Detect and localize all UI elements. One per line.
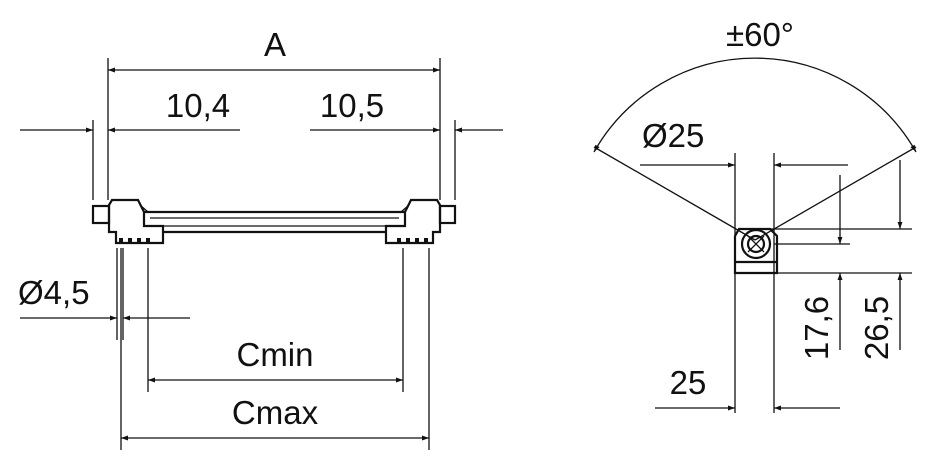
- label-a: A: [264, 26, 286, 63]
- label-d25: Ø25: [642, 117, 704, 154]
- swing-line-right: [754, 146, 917, 241]
- rail-part: [91, 198, 457, 245]
- label-17-6: 17,6: [798, 296, 835, 360]
- label-10-4: 10,4: [166, 87, 230, 124]
- front-view: A 10,4 10,5 Ø4,5 Cmin Cmax: [18, 26, 503, 450]
- label-25: 25: [670, 364, 707, 401]
- angle-arc: [593, 57, 917, 153]
- label-10-5: 10,5: [320, 87, 384, 124]
- swing-line-left: [593, 146, 756, 241]
- side-view: ±60° Ø25 25 17,6 26,5: [593, 16, 917, 413]
- side-extension-lines: [734, 153, 912, 413]
- label-d4-5: Ø4,5: [18, 274, 90, 311]
- profile-section: [733, 227, 779, 275]
- label-angle: ±60°: [726, 16, 794, 53]
- extension-lines: [92, 58, 456, 450]
- label-cmin: Cmin: [236, 336, 313, 373]
- label-26-5: 26,5: [858, 296, 895, 360]
- label-cmax: Cmax: [232, 394, 319, 431]
